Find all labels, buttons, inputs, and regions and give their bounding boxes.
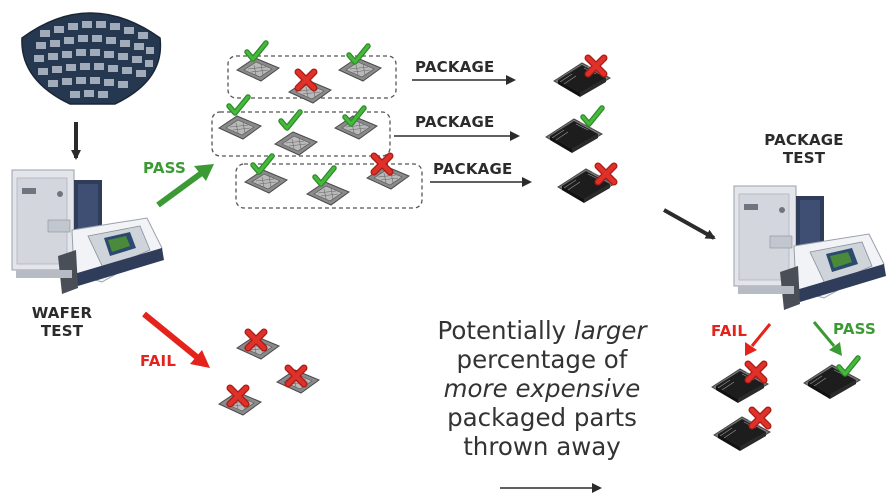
- wafer-tester-icon: [11, 169, 165, 295]
- pass-arrow-icon: [812, 321, 842, 356]
- wafer-icon: [21, 12, 162, 105]
- note-line-3: more expensive: [443, 374, 641, 403]
- die-group-1-box: [227, 55, 397, 99]
- note-line-4: packaged parts: [447, 403, 637, 432]
- die-icon: [366, 156, 410, 190]
- package-label: PACKAGE: [415, 113, 495, 131]
- die-icon: [306, 168, 350, 206]
- chip-icon: [557, 166, 614, 204]
- die-icon: [236, 332, 280, 360]
- wafer-fail-label: FAIL: [140, 352, 177, 370]
- die-icon: [274, 112, 318, 156]
- package-label: PACKAGE: [433, 160, 513, 178]
- fail-arrow-icon: [745, 323, 772, 356]
- note-line-5: thrown away: [463, 432, 621, 461]
- die-group-3-box: [235, 163, 423, 209]
- die-icon: [276, 368, 320, 394]
- chip-icon: [553, 58, 611, 98]
- chip-icon: [711, 364, 769, 404]
- die-icon: [218, 97, 262, 140]
- package-label: PACKAGE: [415, 58, 495, 76]
- chip-icon: [803, 358, 860, 400]
- note-line-1: Potentially larger: [437, 316, 647, 345]
- wafer-pass-label: PASS: [143, 159, 186, 177]
- package-tester-icon: [733, 185, 887, 311]
- die-icon: [244, 156, 288, 194]
- package-fail-label: FAIL: [711, 322, 748, 340]
- die-icon: [218, 388, 262, 416]
- package-test-label: PACKAGE TEST: [764, 131, 844, 167]
- die-icon: [236, 43, 280, 82]
- chip-icon: [713, 410, 770, 452]
- package-pass-label: PASS: [833, 320, 876, 338]
- wafer-test-label: WAFER TEST: [31, 304, 93, 340]
- consequence-note: Potentially larger percentage of more ex…: [424, 316, 660, 461]
- fail-arrow-icon: [142, 311, 210, 368]
- pass-arrow-icon: [156, 164, 214, 208]
- note-line-2: percentage of: [456, 345, 628, 374]
- die-icon: [338, 46, 382, 82]
- arrow-icon: [663, 208, 716, 240]
- chip-icon: [545, 108, 602, 154]
